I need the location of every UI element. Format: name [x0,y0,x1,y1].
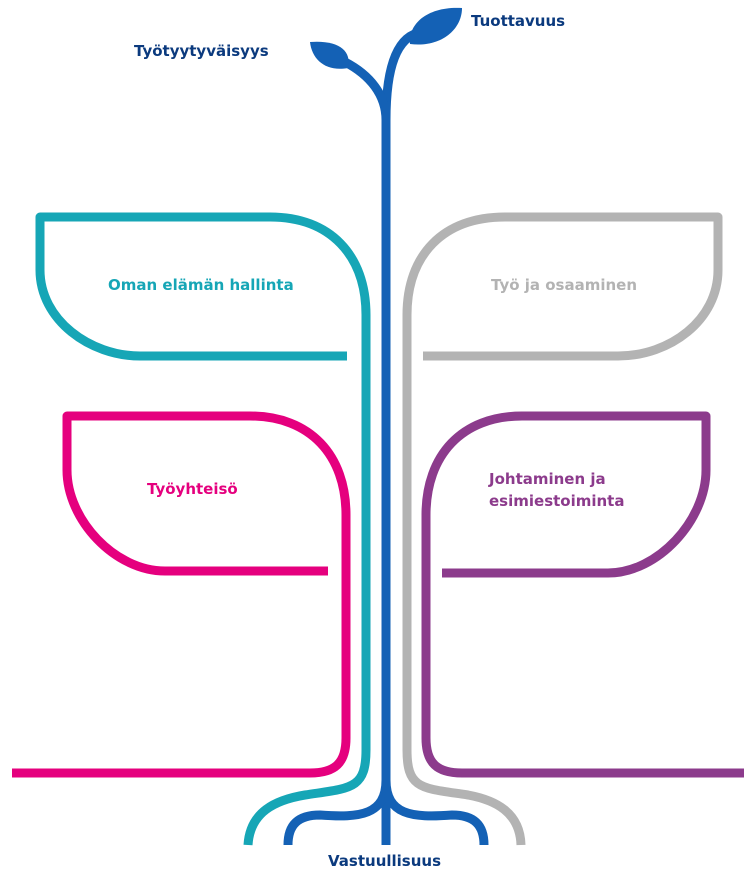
leaf-top-left-icon [310,41,349,69]
label-tyotyytyvaisyys: Työtyytyväisyys [134,42,269,60]
leaf-top-right-icon [409,7,462,45]
label-tuottavuus: Tuottavuus [471,12,565,30]
magenta-branch [12,411,351,778]
label-oman-elaman-hallinta: Oman elämän hallinta [108,276,294,294]
label-johtaminen-line1: Johtaminen ja [488,470,606,488]
teal-branch [35,212,371,846]
label-johtaminen-line2: esimiestoiminta [489,492,624,510]
label-tyo-ja-osaaminen: Työ ja osaaminen [491,276,637,294]
purple-branch [421,411,744,778]
gray-branch [402,212,723,846]
blue-trunk [283,7,489,846]
label-tyoyhteiso: Työyhteisö [147,480,238,498]
label-vastuullisuus: Vastuullisuus [328,852,441,870]
